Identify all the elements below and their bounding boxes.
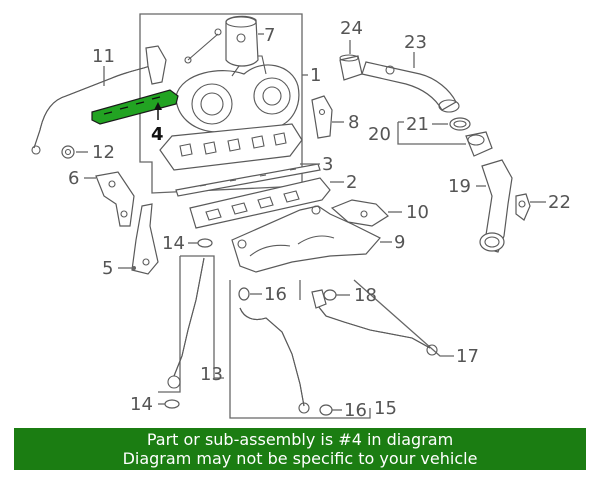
- callout-21: 21: [406, 114, 429, 135]
- info-banner: Part or sub-assembly is #4 in diagram Di…: [14, 428, 586, 470]
- part-12-washer: 12: [61, 142, 115, 163]
- callout-24: 24: [340, 18, 363, 39]
- callout-14-upper: 14: [162, 233, 185, 254]
- callout-5: 5: [102, 258, 113, 279]
- callout-3: 3: [322, 154, 333, 175]
- callout-7: 7: [264, 25, 275, 46]
- callout-22: 22: [548, 192, 571, 213]
- part-22-sensor: 22: [515, 192, 571, 221]
- banner-line-1: Part or sub-assembly is #4 in diagram: [146, 430, 454, 449]
- callout-16-lower: 16: [344, 400, 367, 421]
- highlighted-part-shape: [91, 89, 179, 125]
- part-15-assembly: 16 16 15: [229, 280, 397, 421]
- part-6-bracket: 6: [68, 168, 135, 227]
- turbocharger-assembly: 1: [139, 13, 321, 194]
- part-3-gasket: 3: [175, 154, 333, 197]
- callout-10: 10: [406, 202, 429, 223]
- part-4-highlighted: 4: [91, 89, 179, 145]
- callout-20: 20: [368, 124, 391, 145]
- callout-12: 12: [92, 142, 115, 163]
- callout-13: 13: [200, 364, 223, 385]
- part-24-connector: 24: [339, 18, 363, 81]
- part-21-clamp: 21: [406, 114, 471, 135]
- part-11-oil-line: 11: [31, 45, 167, 155]
- callout-19: 19: [448, 176, 471, 197]
- callout-18: 18: [354, 285, 377, 306]
- part-7: 7: [225, 15, 275, 67]
- part-19-pipe: 19: [448, 159, 513, 253]
- part-14-seals: 14 14: [130, 233, 213, 415]
- part-23-intake-pipe: 23: [361, 32, 460, 113]
- part-17-assembly: 17: [299, 279, 479, 367]
- callout-17: 17: [456, 346, 479, 367]
- callout-11: 11: [92, 46, 115, 67]
- parts-diagram: 1 7 11 4 12 6: [31, 13, 571, 421]
- callout-6: 6: [68, 168, 79, 189]
- callout-15: 15: [374, 398, 397, 419]
- part-8-shield: 8: [311, 95, 359, 139]
- banner-line-2: Diagram may not be specific to your vehi…: [122, 449, 478, 468]
- part-18-seal: 18: [323, 285, 377, 306]
- callout-2: 2: [346, 172, 357, 193]
- callout-14-lower: 14: [130, 394, 153, 415]
- callout-9: 9: [394, 232, 405, 253]
- part-20-hose: 20: [368, 121, 493, 157]
- callout-23: 23: [404, 32, 427, 53]
- part-9-heat-shield: 9: [231, 205, 405, 273]
- callout-16-upper: 16: [264, 284, 287, 305]
- part-13-assembly: 13: [158, 255, 224, 393]
- part-2-manifold: 2: [189, 172, 357, 229]
- callout-1: 1: [310, 65, 321, 86]
- callout-8: 8: [348, 112, 359, 133]
- part-5-bracket: 5: [102, 203, 159, 279]
- callout-4: 4: [151, 124, 164, 145]
